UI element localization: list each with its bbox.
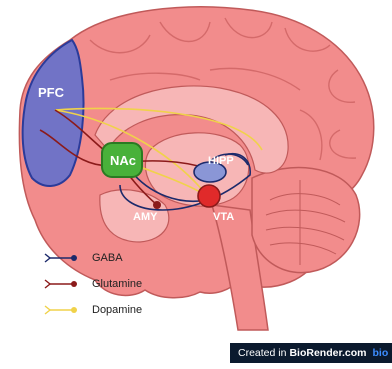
vta-label: VTA [213, 211, 234, 223]
amy-label: AMY [133, 211, 158, 223]
pfc-region [23, 40, 84, 186]
legend: GABA Glutamine Dopamine [44, 245, 142, 323]
biorender-logo: bio [372, 347, 388, 359]
gaba-line-icon [44, 253, 78, 263]
glutamine-line-icon [44, 279, 78, 289]
amy-region [153, 201, 161, 209]
nac-label: NAc [110, 153, 136, 168]
legend-row-glutamine: Glutamine [44, 271, 142, 297]
pfc-label: PFC [38, 85, 65, 100]
legend-row-dopamine: Dopamine [44, 297, 142, 323]
hipp-label: HIPP [208, 155, 234, 167]
watermark-brand: BioRender.com [289, 347, 366, 359]
legend-label-dopamine: Dopamine [92, 304, 142, 316]
biorender-watermark[interactable]: Created in BioRender.com bio [230, 343, 392, 363]
dopamine-line-icon [44, 305, 78, 315]
watermark-prefix: Created in [238, 347, 286, 359]
legend-label-gaba: GABA [92, 252, 123, 264]
legend-label-glutamine: Glutamine [92, 278, 142, 290]
legend-row-gaba: GABA [44, 245, 142, 271]
vta-region [198, 185, 220, 207]
cerebellum [252, 168, 360, 273]
